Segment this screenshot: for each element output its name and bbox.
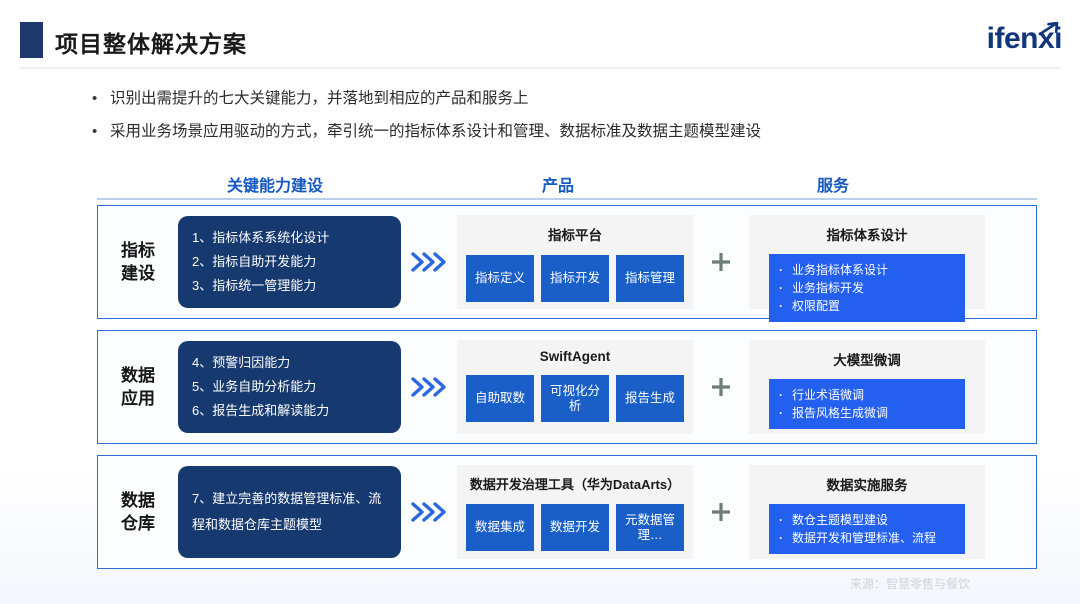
- solution-rows: 指标 建设 1、指标体系系统化设计 2、指标自助开发能力 3、指标统一管理能力 …: [97, 205, 1037, 580]
- service-item: 业务指标开发: [779, 279, 955, 297]
- page-title: 项目整体解决方案: [55, 31, 247, 57]
- product-panel-2: SwiftAgent 自助取数 可视化分析 报告生成: [457, 340, 693, 434]
- product-chip[interactable]: 数据开发: [541, 504, 609, 551]
- service-panel-3: 数据实施服务 数仓主题模型建设 数据开发和管理标准、流程: [749, 465, 985, 559]
- column-header-product: 产品: [542, 178, 575, 195]
- service-title: 数据实施服务: [826, 478, 908, 493]
- service-panel-1: 指标体系设计 业务指标体系设计 业务指标开发 权限配置: [749, 215, 985, 322]
- row-label-line2: 建设: [121, 264, 155, 283]
- product-chip[interactable]: 可视化分析: [541, 375, 609, 422]
- title-accent-block: [20, 22, 43, 58]
- slide-header: 项目整体解决方案 ifenxi: [0, 0, 1080, 74]
- plus-icon: [693, 331, 749, 443]
- capability-box-2: 4、预警归因能力 5、业务自助分析能力 6、报告生成和解读能力: [178, 341, 401, 433]
- chevrons-right-icon: [401, 456, 457, 568]
- list-item: • 识别出需提升的七大关键能力，并落地到相应的产品和服务上: [92, 88, 1032, 110]
- product-title: 数据开发治理工具（华为DataArts）: [469, 477, 681, 492]
- service-item: 数据开发和管理标准、流程: [779, 529, 955, 547]
- logo-arrow-icon: [1038, 22, 1059, 36]
- product-chip[interactable]: 数据集成: [466, 504, 534, 551]
- product-chip[interactable]: 指标开发: [541, 255, 609, 302]
- product-chip[interactable]: 报告生成: [616, 375, 684, 422]
- column-header-service: 服务: [817, 178, 850, 195]
- service-title: 大模型微调: [833, 353, 901, 368]
- row-label-line1: 数据: [121, 491, 155, 510]
- column-header-capability: 关键能力建设: [227, 178, 324, 195]
- service-panel-2: 大模型微调 行业术语微调 报告风格生成微调: [749, 340, 985, 434]
- chevrons-right-icon: [401, 206, 457, 318]
- capability-item: 4、预警归因能力: [192, 355, 291, 370]
- product-chip[interactable]: 指标管理: [616, 255, 684, 302]
- row-label-line2: 应用: [121, 389, 155, 408]
- plus-icon: [693, 206, 749, 318]
- row-label-1: 指标 建设: [98, 206, 178, 318]
- capability-box-3: 7、建立完善的数据管理标准、流程和数据仓库主题模型: [178, 466, 401, 558]
- product-panel-3: 数据开发治理工具（华为DataArts） 数据集成 数据开发 元数据管理…: [457, 465, 693, 559]
- service-item: 业务指标体系设计: [779, 261, 955, 279]
- table-row: 数据 仓库 7、建立完善的数据管理标准、流程和数据仓库主题模型 数据开发治理工具…: [97, 455, 1037, 569]
- bullet-text: 采用业务场景应用驱动的方式，牵引统一的指标体系设计和管理、数据标准及数据主题模型…: [110, 123, 762, 140]
- service-item: 报告风格生成微调: [779, 404, 955, 422]
- capability-box-1: 1、指标体系系统化设计 2、指标自助开发能力 3、指标统一管理能力: [178, 216, 401, 308]
- row-label-2: 数据 应用: [98, 331, 178, 443]
- bullet-dot-icon: •: [92, 90, 98, 107]
- product-panel-1: 指标平台 指标定义 指标开发 指标管理: [457, 215, 693, 309]
- product-chip-group: 自助取数 可视化分析 报告生成: [466, 375, 684, 422]
- service-item: 数仓主题模型建设: [779, 511, 955, 529]
- capability-item: 2、指标自助开发能力: [192, 254, 317, 269]
- capability-item: 3、指标统一管理能力: [192, 278, 317, 293]
- service-item-box: 行业术语微调 报告风格生成微调: [769, 379, 965, 429]
- service-item-box: 数仓主题模型建设 数据开发和管理标准、流程: [769, 504, 965, 554]
- product-title: 指标平台: [548, 228, 602, 243]
- product-chip-group: 指标定义 指标开发 指标管理: [466, 255, 684, 302]
- row-label-line1: 数据: [121, 366, 155, 385]
- capability-item: 7、建立完善的数据管理标准、流程和数据仓库主题模型: [192, 491, 382, 532]
- list-item: • 采用业务场景应用驱动的方式，牵引统一的指标体系设计和管理、数据标准及数据主题…: [92, 121, 1032, 143]
- product-chip[interactable]: 元数据管理…: [616, 504, 684, 551]
- row-label-3: 数据 仓库: [98, 456, 178, 568]
- row-label-line1: 指标: [121, 241, 155, 260]
- capability-item: 5、业务自助分析能力: [192, 379, 317, 394]
- bullet-dot-icon: •: [92, 123, 98, 140]
- product-title: SwiftAgent: [539, 349, 611, 364]
- source-credit: 来源：智慧零售与餐饮: [849, 577, 970, 591]
- service-item: 行业术语微调: [779, 386, 955, 404]
- bullet-list: • 识别出需提升的七大关键能力，并落地到相应的产品和服务上 • 采用业务场景应用…: [92, 88, 1032, 154]
- product-chip[interactable]: 指标定义: [466, 255, 534, 302]
- column-headers: 关键能力建设 产品 服务: [97, 172, 1037, 198]
- capability-item: 6、报告生成和解读能力: [192, 403, 330, 418]
- capability-item: 1、指标体系系统化设计: [192, 230, 330, 245]
- table-row: 指标 建设 1、指标体系系统化设计 2、指标自助开发能力 3、指标统一管理能力 …: [97, 205, 1037, 322]
- service-title: 指标体系设计: [826, 228, 908, 243]
- product-chip[interactable]: 自助取数: [466, 375, 534, 422]
- product-chip-group: 数据集成 数据开发 元数据管理…: [466, 504, 684, 551]
- chevrons-right-icon: [401, 331, 457, 443]
- plus-icon: [693, 456, 749, 568]
- header-divider: [20, 67, 1060, 69]
- service-item: 权限配置: [779, 297, 955, 315]
- row-label-line2: 仓库: [121, 514, 155, 533]
- column-header-divider: [97, 198, 1037, 200]
- service-item-box: 业务指标体系设计 业务指标开发 权限配置: [769, 254, 965, 322]
- bullet-text: 识别出需提升的七大关键能力，并落地到相应的产品和服务上: [110, 90, 529, 107]
- table-row: 数据 应用 4、预警归因能力 5、业务自助分析能力 6、报告生成和解读能力 Sw…: [97, 330, 1037, 444]
